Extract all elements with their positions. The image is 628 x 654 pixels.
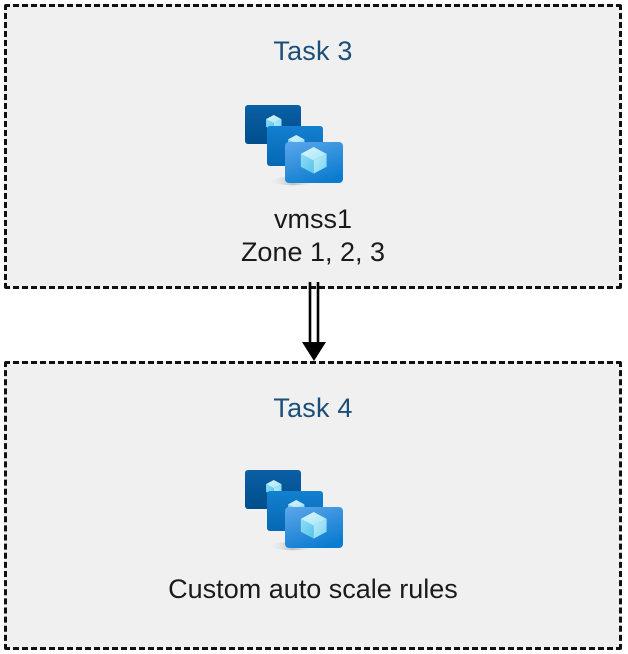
connector-arrow-task3-to-task4 bbox=[290, 282, 338, 362]
task3-caption-line2: Zone 1, 2, 3 bbox=[240, 237, 386, 267]
task3-title: Task 3 bbox=[273, 36, 353, 66]
task-box-task4[interactable]: Task 4 bbox=[4, 361, 622, 650]
task-box-task3[interactable]: Task 3 bbox=[4, 4, 622, 289]
task4-caption: Custom auto scale rules bbox=[7, 573, 619, 606]
task4-title: Task 4 bbox=[273, 393, 353, 423]
task3-caption-line1: vmss1 bbox=[273, 204, 352, 234]
vmss-icon bbox=[235, 460, 351, 560]
vmss-icon bbox=[235, 95, 351, 195]
task4-caption-line1: Custom auto scale rules bbox=[168, 574, 458, 604]
task3-caption: vmss1 Zone 1, 2, 3 bbox=[7, 203, 619, 269]
